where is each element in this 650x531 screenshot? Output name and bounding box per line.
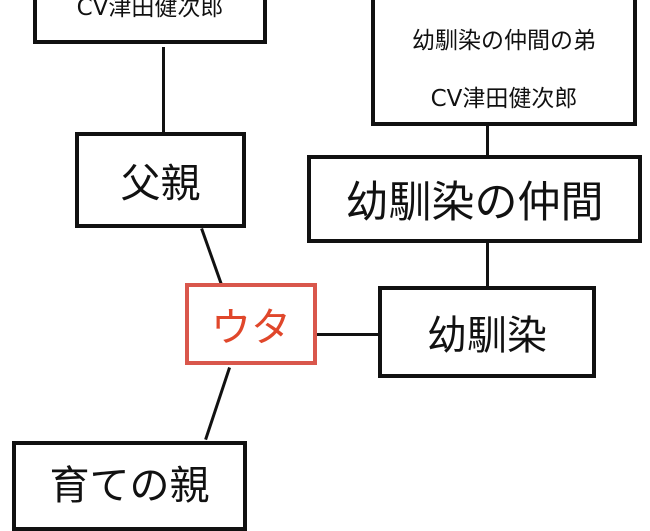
node-nakama: 幼馴染の仲間 [307, 155, 642, 243]
connector-cv-father [162, 47, 165, 133]
node-uta: ウタ [185, 283, 317, 365]
node-label: CV津田健次郎 [76, 0, 224, 21]
node-label: 育ての親 [49, 463, 210, 509]
connector-brother-nakama [486, 122, 489, 158]
node-label: 幼馴染の仲間 [345, 178, 604, 228]
node-label: ウタ [211, 305, 291, 351]
node-foster-parent: 育ての親 [12, 441, 247, 531]
connector-father-uta [200, 228, 224, 286]
node-father: 父親 [75, 132, 246, 228]
connector-uta-osananajimi [316, 333, 378, 336]
connector-uta-foster-parent [204, 367, 231, 441]
node-osananajimi: 幼馴染 [378, 286, 596, 378]
node-label-line1: 幼馴染の仲間の弟 [412, 28, 596, 54]
node-label: 幼馴染 [427, 313, 547, 359]
connector-nakama-osananajimi [486, 242, 489, 288]
node-label-line2: CV津田健次郎 [430, 86, 578, 112]
node-label: 父親 [120, 161, 201, 207]
node-top-left-cv: CV津田健次郎 [33, 0, 267, 44]
node-nakama-brother: 幼馴染の仲間の弟 CV津田健次郎 [371, 0, 637, 126]
